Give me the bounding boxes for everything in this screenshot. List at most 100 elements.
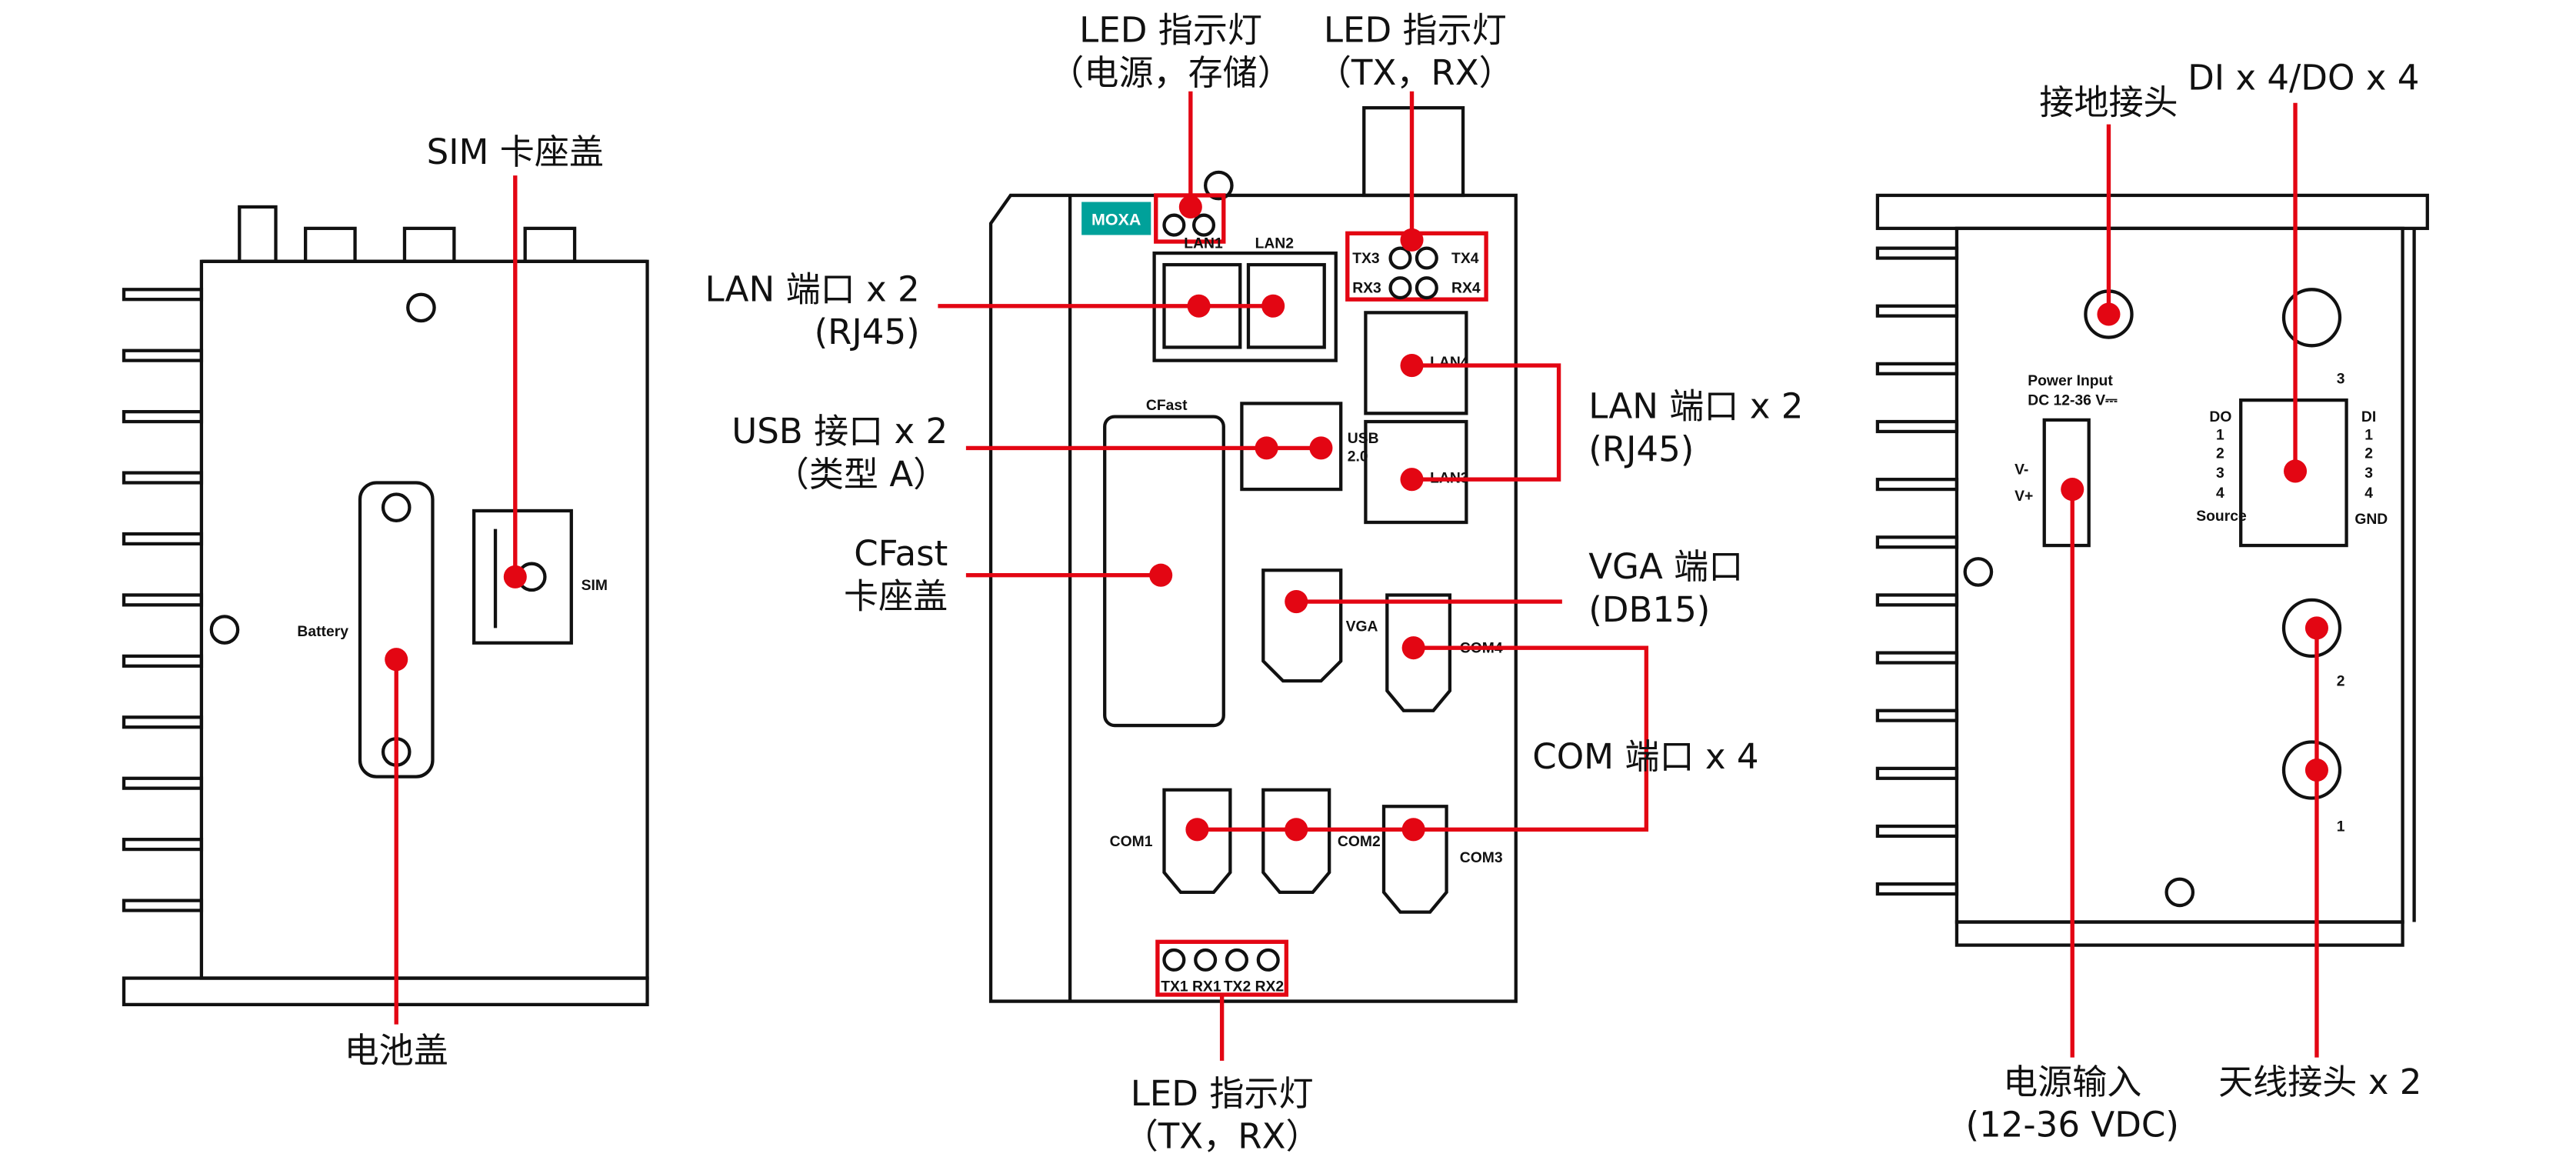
svg-text:TX1: TX1	[1161, 979, 1188, 995]
cooling-fin	[122, 654, 204, 668]
svg-text:TX4: TX4	[1451, 251, 1479, 267]
sim-cover	[472, 508, 573, 645]
cooling-fin	[122, 715, 204, 729]
svg-text:2: 2	[2216, 445, 2224, 462]
svg-text:VGA: VGA	[1346, 619, 1378, 635]
cooling-fin	[1875, 593, 1959, 607]
ground-label: 接地接头	[2039, 82, 2178, 123]
lan34-label: LAN 端口 x 2	[1588, 386, 1803, 427]
svg-text:3: 3	[2337, 372, 2345, 388]
cooling-fin	[122, 348, 204, 362]
svg-text:V+: V+	[2014, 488, 2033, 505]
svg-text:MOXA: MOXA	[1091, 211, 1141, 229]
svg-text:(RJ45): (RJ45)	[1588, 429, 1694, 470]
cooling-fin	[1875, 419, 1959, 434]
sim-cover-label: SIM 卡座盖	[427, 132, 604, 172]
com4-port	[1385, 593, 1452, 712]
com3-port	[1381, 805, 1448, 914]
svg-text:（TX，RX）: （TX，RX）	[1317, 52, 1514, 93]
antenna-3	[2281, 288, 2342, 348]
svg-text:Source: Source	[2196, 508, 2247, 525]
svg-text:(12-36 VDC): (12-36 VDC)	[1965, 1105, 2179, 1145]
cooling-fin	[122, 899, 204, 912]
cooling-fin	[1875, 478, 1959, 492]
cooling-fin	[122, 288, 204, 302]
cooling-fin	[1875, 824, 1959, 839]
right-side-view: Power Input DC 12-36 V⎓ V- V+ 3 DO DI 1 1…	[1875, 58, 2429, 1145]
cooling-fin	[1875, 651, 1959, 665]
svg-text:RX4: RX4	[1451, 281, 1481, 297]
svg-text:COM3: COM3	[1460, 850, 1503, 866]
svg-text:LAN1: LAN1	[1184, 236, 1223, 252]
power-terminal	[2042, 418, 2091, 548]
cooling-fin	[1875, 535, 1959, 549]
cooling-fin	[1875, 362, 1959, 375]
dio-label: DI x 4/DO x 4	[2188, 58, 2419, 98]
svg-text:TX3: TX3	[1352, 251, 1380, 267]
svg-text:TX2: TX2	[1224, 979, 1251, 995]
svg-text:（电源，存储）: （电源，存储）	[1049, 52, 1292, 93]
cooling-fin	[1875, 766, 1959, 780]
antenna-2	[2281, 598, 2342, 659]
svg-text:（类型 A）: （类型 A）	[775, 454, 948, 495]
svg-text:3: 3	[2216, 465, 2224, 482]
usb-label: USB 接口 x 2	[731, 411, 948, 452]
svg-text:USB: USB	[1348, 431, 1379, 447]
svg-text:1: 1	[2337, 819, 2345, 835]
svg-text:卡座盖: 卡座盖	[844, 576, 948, 617]
svg-text:2: 2	[2364, 445, 2373, 462]
svg-text:GND: GND	[2354, 512, 2388, 528]
com-label: COM 端口 x 4	[1532, 736, 1758, 777]
led-bottom-label: LED 指示灯	[1131, 1073, 1314, 1114]
svg-text:RX2: RX2	[1255, 979, 1285, 995]
svg-text:DC 12-36 V⎓: DC 12-36 V⎓	[2028, 393, 2117, 409]
svg-text:1: 1	[2216, 428, 2224, 444]
svg-text:4: 4	[2364, 485, 2373, 502]
battery-text: Battery	[297, 624, 348, 640]
led-status-label: LED 指示灯	[1079, 9, 1262, 50]
svg-text:(RJ45): (RJ45)	[815, 312, 920, 352]
com1-port	[1162, 788, 1232, 895]
front-view: MOXA TX3 TX4 RX3 RX4 LAN1 LAN2 LAN4 LAN3…	[705, 9, 1804, 1156]
cfast-label: CFast	[854, 533, 948, 574]
lan4-port	[1364, 311, 1468, 415]
svg-text:DI: DI	[2361, 409, 2376, 425]
svg-text:（TX，RX）: （TX，RX）	[1124, 1116, 1321, 1157]
svg-text:RX1: RX1	[1192, 979, 1221, 995]
svg-text:(DB15): (DB15)	[1588, 589, 1710, 630]
svg-text:LAN4: LAN4	[1430, 355, 1469, 371]
vga-port	[1261, 568, 1343, 683]
vga-label: VGA 端口	[1588, 546, 1743, 587]
sim-text: SIM	[582, 578, 608, 594]
antenna-label: 天线接头 x 2	[2218, 1062, 2421, 1102]
cfast-cover	[1103, 415, 1225, 728]
moxa-logo	[1081, 202, 1151, 235]
power-label: 电源输入	[2003, 1062, 2141, 1102]
lan3-port	[1364, 419, 1468, 525]
svg-text:DO: DO	[2209, 409, 2231, 425]
svg-text:3: 3	[2364, 465, 2373, 482]
cooling-fin	[122, 838, 204, 852]
cooling-fin	[122, 471, 204, 485]
cooling-fin	[1875, 304, 1959, 318]
svg-text:RX3: RX3	[1352, 281, 1381, 297]
cooling-fin	[122, 593, 204, 607]
com2-port	[1261, 788, 1331, 895]
svg-text:V-: V-	[2014, 462, 2028, 478]
svg-text:COM2: COM2	[1338, 834, 1381, 850]
svg-text:COM1: COM1	[1110, 834, 1153, 850]
svg-text:Power Input: Power Input	[2028, 373, 2113, 389]
svg-text:4: 4	[2216, 485, 2224, 502]
svg-text:1: 1	[2364, 428, 2373, 444]
svg-text:CFast: CFast	[1146, 398, 1188, 414]
cooling-fin	[1875, 246, 1959, 260]
cooling-fin	[122, 410, 204, 424]
led-txrx-top-label: LED 指示灯	[1324, 9, 1507, 50]
cooling-fin	[1875, 709, 1959, 722]
lan12-label: LAN 端口 x 2	[705, 268, 920, 309]
svg-text:LAN2: LAN2	[1255, 236, 1294, 252]
svg-text:2: 2	[2337, 674, 2345, 690]
battery-cover-label: 电池盖	[345, 1030, 448, 1071]
antenna-1	[2281, 740, 2342, 800]
